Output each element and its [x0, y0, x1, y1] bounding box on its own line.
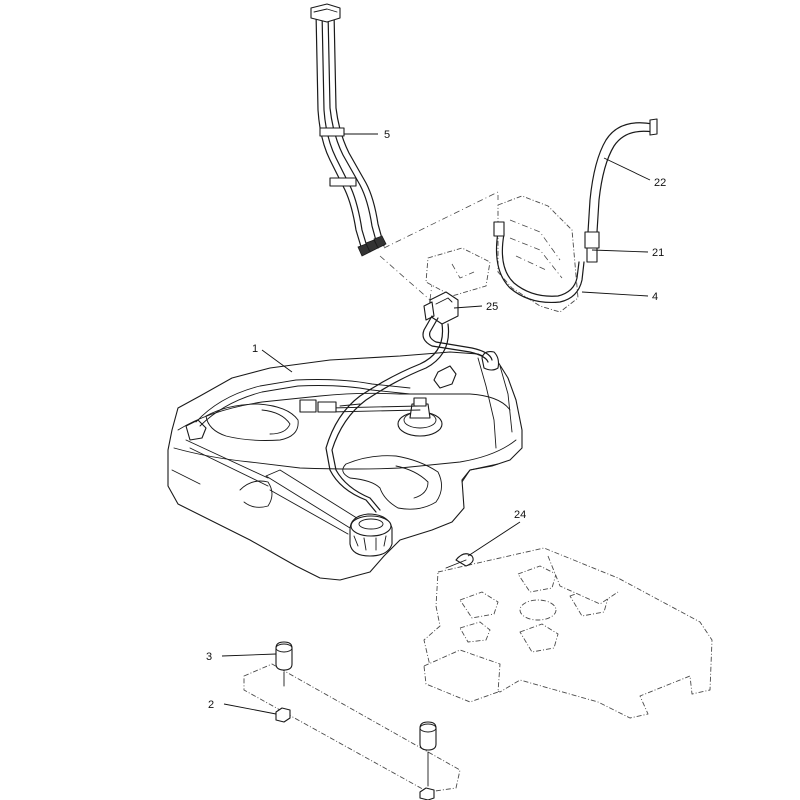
callout-label: 22 [654, 177, 666, 189]
fuel-line-assembly [310, 3, 387, 257]
callout-label: 4 [652, 291, 658, 303]
tee-connector [423, 247, 491, 325]
hose-fitting-left [493, 221, 505, 237]
wiring-harness [195, 379, 421, 427]
callout-label: 5 [384, 129, 390, 141]
filler-hose [587, 118, 658, 233]
filter-bracket [497, 195, 579, 313]
rubber-bumper-left [275, 641, 293, 687]
vent-cap [310, 3, 341, 23]
fuel-tank [167, 351, 523, 581]
callout-label: 3 [206, 651, 212, 663]
hex-nut-left [275, 707, 291, 723]
callout-22: 22 [603, 157, 666, 189]
fuel-cap [349, 513, 393, 557]
deck-plate [423, 547, 713, 719]
hose-fitting [584, 231, 600, 263]
callout-label: 24 [514, 509, 526, 521]
callout-3: 3 [206, 651, 277, 663]
hairpin-clip [445, 553, 474, 569]
mounting-bracket [425, 247, 491, 297]
harness-connector-left [299, 399, 317, 413]
callout-21: 21 [591, 247, 664, 259]
callout-label: 1 [252, 343, 258, 355]
mounting-strap [243, 663, 461, 793]
callout-label: 21 [652, 247, 664, 259]
hose-clamp-lower [329, 177, 357, 187]
tank-fuel-lines [325, 315, 493, 513]
hose-clamp-upper [319, 127, 345, 137]
hex-nut-right [419, 787, 435, 800]
callout-4: 4 [581, 291, 658, 303]
harness-connector-right [317, 401, 337, 413]
callout-25: 25 [453, 301, 498, 313]
callout-label: 25 [486, 301, 498, 313]
callout-5: 5 [344, 129, 390, 141]
callout-24: 24 [467, 509, 526, 557]
filter-bracket-assembly [493, 195, 585, 313]
assembly-guide-line [383, 191, 499, 249]
callout-1: 1 [252, 343, 293, 373]
callout-label: 2 [208, 699, 214, 711]
rubber-bumper-right [419, 721, 437, 787]
callout-2: 2 [208, 699, 277, 715]
